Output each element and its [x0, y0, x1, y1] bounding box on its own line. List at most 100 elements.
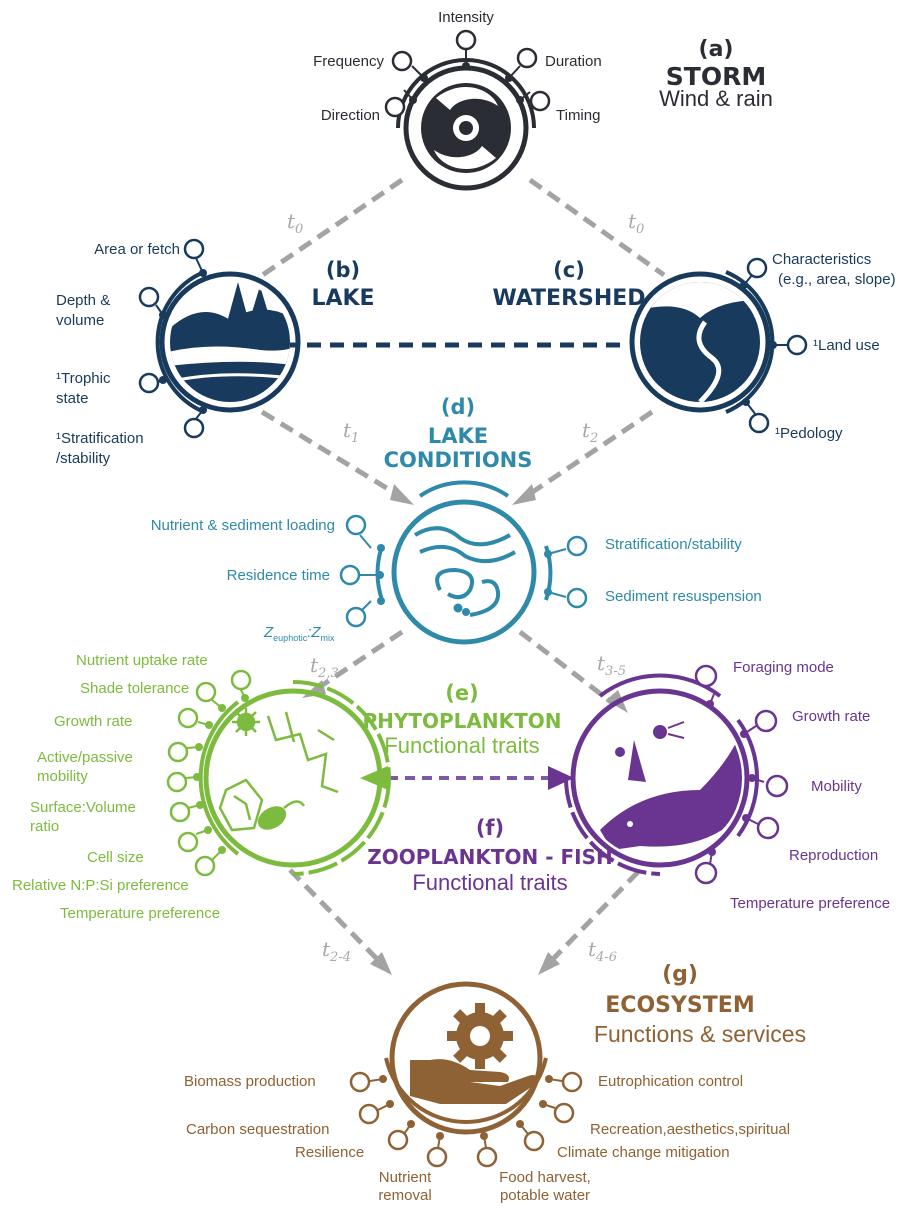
storm-subtitle: Wind & rain	[659, 86, 773, 111]
eco-factor-carbon: Carbon sequestration	[186, 1121, 329, 1138]
arrowhead-eco-right	[538, 952, 560, 975]
phyto-factor-sv-1: Surface:Volume	[30, 799, 136, 816]
arrow-heads	[302, 484, 628, 975]
zoo-factor-reproduction: Reproduction	[789, 847, 878, 864]
phyto-factor-mobility-1: Active/passive	[37, 749, 133, 766]
phyto-letter: (e)	[445, 681, 478, 705]
conditions-factor-stratification: Stratification/stability	[605, 536, 742, 553]
storm-factor-direction: Direction	[321, 107, 380, 124]
phyto-factor-sv-2: ratio	[30, 818, 59, 835]
lake-factor-volume: volume	[56, 312, 104, 329]
storm-factor-dot-timing	[529, 90, 551, 112]
conditions-factor-zratio: Zeuphotic:Zmix	[263, 624, 335, 643]
lake-factor-trophic: ¹Trophic	[56, 370, 111, 387]
arrow-storm-to-lake	[256, 177, 404, 281]
storm-factor-dot-direction	[384, 96, 406, 118]
fish-zooplankton-icon	[600, 721, 742, 850]
storm-factor-intensity: Intensity	[438, 9, 494, 26]
time-label-t0-right: t0	[628, 209, 644, 237]
eco-title: ECOSYSTEM	[605, 993, 754, 1018]
eco-factor-eutrophication: Eutrophication control	[598, 1073, 743, 1090]
time-label-t1: t1	[343, 418, 359, 446]
watershed-title: WATERSHED	[492, 286, 645, 311]
arrowhead-conditions-right	[512, 484, 536, 505]
waves-swirl-icon	[413, 526, 517, 617]
watershed-factor-characteristics: Characteristics	[772, 251, 871, 268]
lake-letter: (b)	[326, 258, 360, 282]
river-valley-icon	[640, 282, 760, 402]
zoo-factor-foraging: Foraging mode	[733, 659, 834, 676]
arrow-conditions-to-phyto	[313, 629, 404, 693]
gear-hand-icon	[410, 1003, 537, 1104]
phyto-factor-uptake: Nutrient uptake rate	[76, 652, 208, 669]
arrowhead-conditions-left	[390, 484, 414, 505]
conditions-node: Nutrient & sediment loading Residence ti…	[151, 395, 762, 645]
phyto-factor-npsi: Relative N:P:Si preference	[12, 877, 189, 894]
lake-factor-stability: /stability	[56, 450, 111, 467]
lake-node: Area or fetch Depth & volume ¹Trophic st…	[56, 238, 375, 467]
eco-factor-resilience: Resilience	[295, 1144, 364, 1161]
eco-factor-recreation: Recreation,aesthetics,spiritual	[590, 1121, 790, 1138]
phyto-factor-mobility-2: mobility	[37, 768, 88, 785]
conditions-factor-resuspension: Sediment resuspension	[605, 588, 762, 605]
watershed-factor-pedology: ¹Pedology	[775, 425, 843, 442]
arrow-storm-to-watershed	[528, 177, 666, 278]
storm-factor-timing: Timing	[556, 107, 600, 124]
zoo-factor-temperature: Temperature preference	[730, 895, 890, 912]
phyto-factor-temp: Temperature preference	[60, 905, 220, 922]
arrow-lake-to-conditions	[260, 409, 400, 498]
lake-title: LAKE	[311, 286, 374, 311]
storm-factor-dot-intensity	[455, 29, 477, 51]
eco-factor-food-1: Food harvest,	[499, 1169, 591, 1186]
phyto-factor-growth: Growth rate	[54, 713, 132, 730]
arrow-conditions-to-zoo	[518, 630, 617, 707]
storm-letter: (a)	[699, 37, 734, 62]
conditions-letter: (d)	[441, 395, 475, 419]
watershed-letter: (c)	[553, 258, 585, 282]
time-label-t46: t4-6	[588, 937, 617, 965]
conditions-title-line1: LAKE	[428, 424, 488, 448]
storm-factor-frequency: Frequency	[313, 53, 384, 70]
conditions-factor-loading: Nutrient & sediment loading	[151, 517, 335, 534]
eco-factor-climate: Climate change mitigation	[557, 1144, 730, 1161]
phyto-subtitle: Functional traits	[384, 733, 539, 758]
eco-subtitle: Functions & services	[594, 1021, 806, 1047]
watershed-factor-examples: (e.g., area, slope)	[778, 271, 896, 288]
lake-factor-state: state	[56, 390, 89, 407]
lake-landscape-icon	[170, 282, 290, 402]
phyto-factor-shade: Shade tolerance	[80, 680, 189, 697]
zoo-factor-mobility: Mobility	[811, 778, 862, 795]
time-label-t35: t3-5	[597, 651, 626, 679]
phytoplankton-cells-icon	[218, 708, 339, 832]
zoo-factor-growth: Growth rate	[792, 708, 870, 725]
lake-factor-depth: Depth &	[56, 292, 110, 309]
time-label-t0-left: t0	[287, 209, 303, 237]
watershed-factor-land-use: ¹Land use	[813, 337, 880, 354]
phyto-zoo-arrow	[360, 766, 574, 790]
conditions-factor-residence: Residence time	[227, 567, 330, 584]
eco-factor-biomass: Biomass production	[184, 1073, 316, 1090]
watershed-node: Characteristics (e.g., area, slope) ¹Lan…	[492, 251, 895, 442]
storm-node: Direction Frequency Intensity Duration T…	[313, 9, 773, 191]
time-label-t23: t2,3	[310, 653, 339, 681]
flow-arrows	[256, 177, 666, 962]
storm-factor-duration: Duration	[545, 53, 602, 70]
zoo-title: ZOOPLANKTON - FISH	[367, 845, 612, 869]
storm-factor-dot-duration	[516, 47, 538, 69]
time-label-t2: t2	[582, 418, 598, 446]
lake-factor-area: Area or fetch	[94, 241, 180, 258]
eco-factor-nutrient-1: Nutrient	[379, 1169, 432, 1186]
zoo-subtitle: Functional traits	[412, 870, 567, 895]
lake-factor-stratification: ¹Stratification	[56, 430, 144, 447]
eco-factor-food-2: potable water	[500, 1187, 590, 1204]
storm-factor-dot-frequency	[391, 50, 413, 72]
arrow-watershed-to-conditions	[526, 409, 654, 498]
time-labels: t0 t0 t1 t2 t2,3 t3-5 t2-4 t4-6	[287, 209, 644, 965]
storm-title: STORM	[666, 62, 766, 91]
eco-factor-nutrient-2: removal	[378, 1187, 431, 1204]
zoo-letter: (f)	[476, 816, 504, 840]
zoo-node: Foraging mode Growth rate Mobility Repro…	[367, 659, 890, 912]
eco-node: Biomass production Carbon sequestration …	[184, 962, 806, 1204]
phyto-node: Nutrient uptake rate Shade tolerance Gro…	[12, 652, 562, 922]
